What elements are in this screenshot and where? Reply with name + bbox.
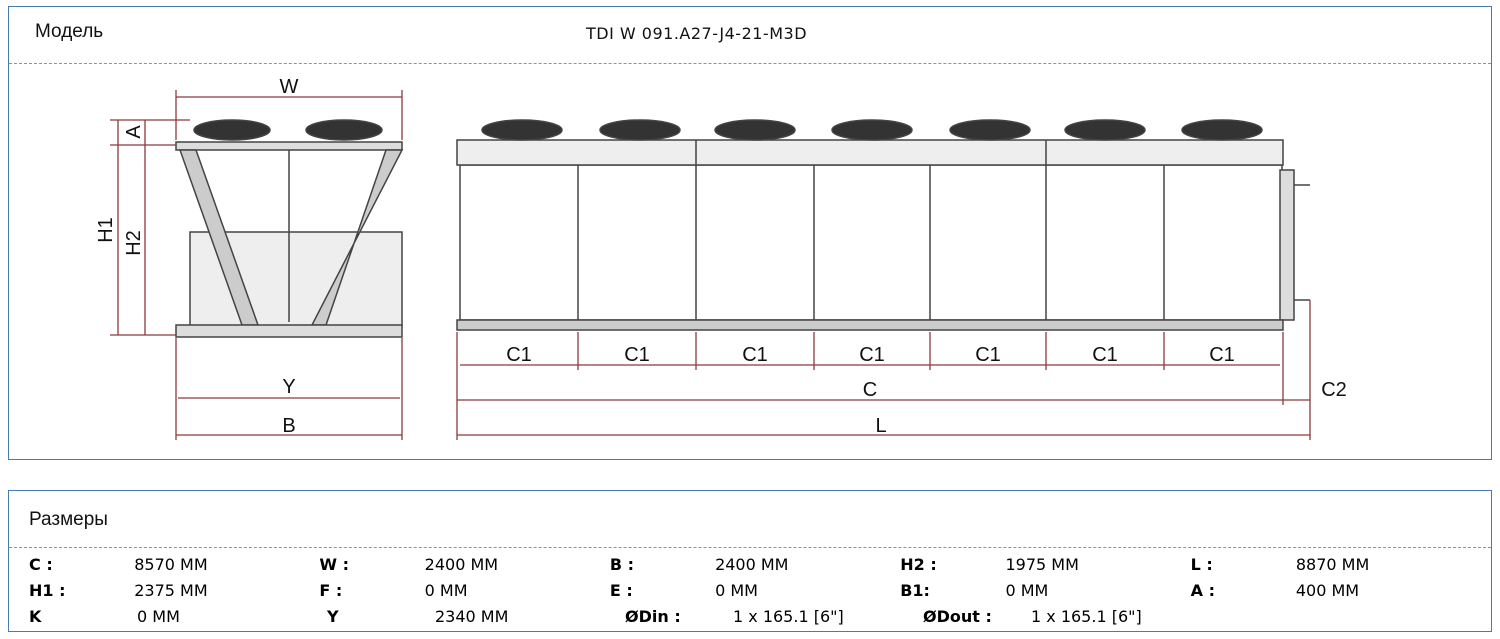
dimension-key: K <box>29 606 42 626</box>
label-c: C <box>863 379 877 401</box>
fan-icon <box>599 119 681 141</box>
dimension-value: 0 MM <box>1005 580 1049 600</box>
label-c1: C1 <box>742 344 768 366</box>
label-c1: C1 <box>1209 344 1235 366</box>
dimensions-title: Размеры <box>29 509 108 530</box>
label-h1: H1 <box>95 217 117 243</box>
dimension-key: H1 : <box>29 580 66 600</box>
label-l: L <box>875 415 886 437</box>
dimension-key: Y <box>327 606 339 626</box>
label-w: W <box>280 76 299 98</box>
dimension-key: W : <box>319 554 350 574</box>
side-view <box>175 119 404 338</box>
divider <box>9 63 1491 64</box>
label-c1: C1 <box>1092 344 1118 366</box>
dimension-value: 8570 MM <box>134 554 208 574</box>
dimension-key: B1: <box>900 580 930 600</box>
dimension-value: 0 MM <box>137 606 180 626</box>
dimension-key: F : <box>319 580 343 600</box>
dimension-key: ØDin : <box>625 606 681 626</box>
dimension-value: 2400 MM <box>424 554 499 574</box>
dimension-value: 1 x 165.1 [6"] <box>733 606 844 626</box>
fan-icon <box>949 119 1031 141</box>
label-c1: C1 <box>859 344 885 366</box>
dimension-row: C : 8570 MM W : 2400 MM B : 2400 MM H2 : 1975 M… <box>29 551 1481 577</box>
dimension-value: 2400 MM <box>715 554 789 574</box>
dimension-value: 400 MM <box>1295 580 1360 600</box>
fan-icon <box>481 119 563 141</box>
fan-icon <box>193 119 271 141</box>
dimension-row: H1 : 2375 MM F : 0 MM E : 0 MM B1: 0 MM A : 400 M… <box>29 577 1481 603</box>
dimensions-panel: Размеры C : 8570 MM W : 2400 MM B : 2400 MM H2… <box>8 490 1492 632</box>
label-a: A <box>123 125 145 139</box>
unit-drawing: W A H1 H2 Y B C1 C1 C1 C1 C1 C1 C1 C C2 … <box>95 76 1347 440</box>
divider <box>9 547 1491 548</box>
label-c1: C1 <box>975 344 1001 366</box>
dimension-value: 2340 MM <box>435 606 509 626</box>
dimension-key: B : <box>609 554 634 574</box>
fan-icon <box>305 119 383 141</box>
front-view <box>456 119 1310 331</box>
label-c2: C2 <box>1321 379 1347 401</box>
fan-icon <box>831 119 913 141</box>
label-c1: C1 <box>506 344 532 366</box>
dimension-row: K 0 MM Y 2340 MM ØDin : 1 x 165.1 [6"] ØDout :… <box>29 603 1481 629</box>
fan-icon <box>1181 119 1263 141</box>
model-label: Модель <box>35 21 104 42</box>
dimensions-table: C : 8570 MM W : 2400 MM B : 2400 MM H2 : 1975 M… <box>29 551 1481 629</box>
label-b: B <box>282 415 295 437</box>
dimension-lines <box>110 90 1311 440</box>
dimension-key: L : <box>1190 554 1213 574</box>
dimension-value: 2375 MM <box>134 580 208 600</box>
dimension-key: H2 : <box>900 554 937 574</box>
dimension-key: C : <box>29 554 53 574</box>
label-y: Y <box>282 376 295 398</box>
dimension-key: E : <box>609 580 633 600</box>
dimension-value: 0 MM <box>715 580 758 600</box>
fan-icon <box>1064 119 1146 141</box>
dimension-key: A : <box>1190 580 1215 600</box>
label-c1: C1 <box>624 344 650 366</box>
dimension-value: 1975 MM <box>1005 554 1079 574</box>
dimension-value: 1 x 165.1 [6"] <box>1031 606 1142 626</box>
dimension-value: 8870 MM <box>1295 554 1370 574</box>
label-h2: H2 <box>123 230 145 256</box>
dimension-key: ØDout : <box>923 606 992 626</box>
model-value: TDI W 091.A27-J4-21-M3D <box>586 24 808 43</box>
fan-icon <box>714 119 796 141</box>
dimension-value: 0 MM <box>424 580 468 600</box>
